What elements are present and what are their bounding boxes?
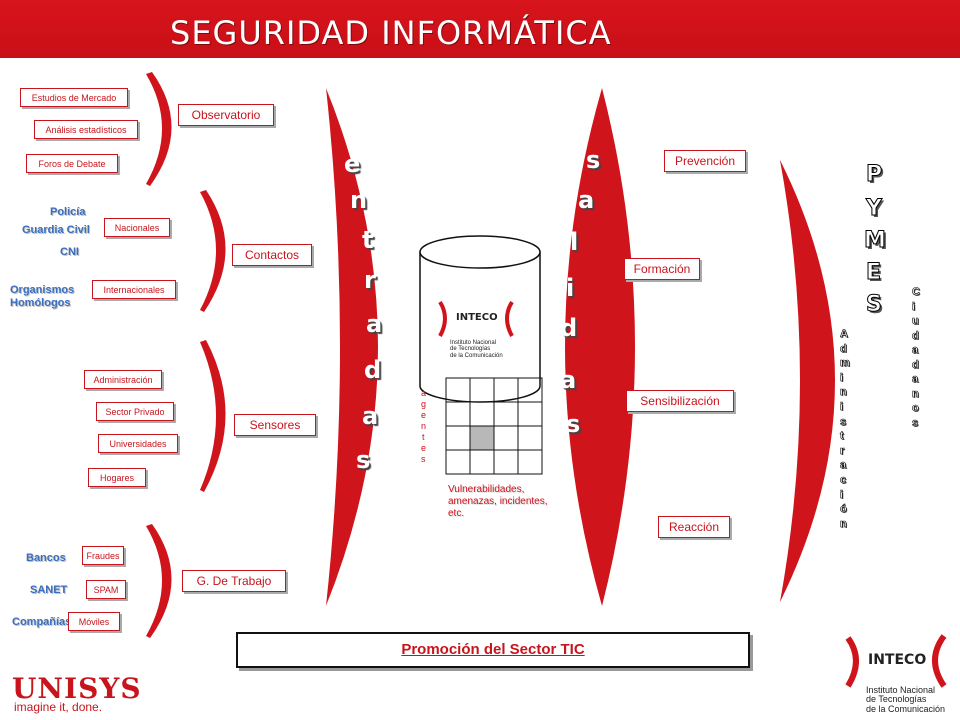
administracion-letter: c xyxy=(840,474,847,487)
page-title: SEGURIDAD INFORMÁTICA xyxy=(170,14,612,52)
bracket-sensores xyxy=(200,340,226,492)
foros-debate-box: Foros de Debate xyxy=(26,154,118,173)
pymes-letter: Y xyxy=(866,196,883,222)
promocion-sector-tic-box: Promoción del Sector TIC xyxy=(236,632,750,668)
estudios-mercado-box: Estudios de Mercado xyxy=(20,88,128,107)
sensores-box: Sensores xyxy=(234,414,316,436)
salidas-letter: i xyxy=(566,274,575,302)
salidas-letter: s xyxy=(586,146,601,174)
entradas-letter: r xyxy=(364,266,376,294)
administracion-letter: i xyxy=(840,488,844,501)
entradas-letter: e xyxy=(344,150,361,178)
agentes-letter: e xyxy=(421,443,427,453)
inteco-logo-text: INTECO xyxy=(868,652,927,668)
agentes-letter: n xyxy=(421,421,427,431)
salidas-letter: d xyxy=(560,314,578,342)
administracion-letter: n xyxy=(840,386,847,399)
pymes-letter: P xyxy=(865,162,883,188)
sensibilizacion-box: Sensibilización xyxy=(626,390,734,412)
entradas-letter: a xyxy=(366,310,383,338)
pymes-letter: E xyxy=(865,260,882,286)
title-bar: SEGURIDAD INFORMÁTICA xyxy=(0,0,960,62)
contactos-box: Contactos xyxy=(232,244,312,266)
inteco-logo-subtitle: Instituto Nacional de Tecnologías de la … xyxy=(866,685,946,714)
administracion-letter: ó xyxy=(840,503,847,516)
grupo-trabajo-box: G. De Trabajo xyxy=(182,570,286,592)
administracion-letter: r xyxy=(840,444,845,457)
agentes-letter: g xyxy=(421,399,427,409)
agentes-letter: e xyxy=(421,410,427,420)
administracion-letter: m xyxy=(840,357,850,370)
agentes-letter: s xyxy=(421,454,426,464)
vulnerabilities-text: Vulnerabilidades, amenazas, incidentes, … xyxy=(448,484,548,519)
ciudadanos-letter: i xyxy=(912,300,916,313)
guardia-civil-label: Guardia Civil xyxy=(22,224,90,236)
entradas-letter: a xyxy=(362,402,379,430)
administracion-letter: s xyxy=(840,415,847,428)
unisys-logo: UNISYS xyxy=(12,672,142,705)
administracion-letter: A xyxy=(840,328,849,341)
administracion-letter: t xyxy=(840,430,844,443)
companias-label: Compañías xyxy=(12,616,72,628)
ciudadanos-letter: d xyxy=(912,358,919,371)
pymes-letter: M xyxy=(864,228,887,254)
sector-privado-box: Sector Privado xyxy=(96,402,174,421)
prevencion-box: Prevención xyxy=(664,150,746,172)
reaccion-box: Reacción xyxy=(658,516,730,538)
observatorio-box: Observatorio xyxy=(178,104,274,126)
ciudadanos-letter: u xyxy=(912,315,919,328)
salidas-letter: l xyxy=(570,228,579,256)
fraudes-box: Fraudes xyxy=(82,546,124,565)
administracion-letter: i xyxy=(840,401,844,414)
cylinder-logo-text: INTECO xyxy=(456,312,498,323)
cni-label: CNI xyxy=(60,246,79,258)
administracion-letter: n xyxy=(840,517,847,530)
grid-highlight-cell xyxy=(469,425,495,451)
cylinder-logo-subtitle: Instituto Nacional de Tecnologías de la … xyxy=(450,340,503,359)
sanet-label: SANET xyxy=(30,584,68,596)
nacionales-box: Nacionales xyxy=(104,218,170,237)
database-cylinder xyxy=(419,235,541,403)
internacionales-box: Internacionales xyxy=(92,280,176,299)
pymes-letter: S xyxy=(866,292,883,318)
entradas-letter: t xyxy=(362,226,374,254)
salidas-letter: a xyxy=(578,186,595,214)
agentes-letter: t xyxy=(422,432,425,442)
bancos-label: Bancos xyxy=(26,552,66,564)
salidas-letter: s xyxy=(566,410,581,438)
bracket-trabajo xyxy=(146,524,172,638)
policia-label: Policía xyxy=(50,206,86,218)
spam-box: SPAM xyxy=(86,580,126,599)
analisis-estadisticos-box: Análisis estadísticos xyxy=(34,120,138,139)
entradas-letter: n xyxy=(350,186,368,214)
entradas-letter: s xyxy=(356,446,371,474)
ciudadanos-letter: s xyxy=(912,416,919,429)
ciudadanos-letter: o xyxy=(912,402,919,415)
bracket-contactos xyxy=(200,190,226,312)
ciudadanos-letter: a xyxy=(912,373,919,386)
unisys-tagline: imagine it, done. xyxy=(14,700,103,714)
salidas-letter: a xyxy=(560,366,577,394)
administracion-letter: a xyxy=(840,459,847,472)
ciudadanos-letter: d xyxy=(912,329,919,342)
ciudadanos-letter: a xyxy=(912,344,919,357)
moviles-box: Móviles xyxy=(68,612,120,631)
entradas-letter: d xyxy=(364,356,382,384)
ciudadanos-letter: n xyxy=(912,387,919,400)
agentes-letter: a xyxy=(421,388,427,398)
administracion-box: Administración xyxy=(84,370,162,389)
organismos-homologos-label: Organismos Homólogos xyxy=(10,284,75,309)
universidades-box: Universidades xyxy=(98,434,178,453)
formacion-box: Formación xyxy=(624,258,700,280)
administracion-letter: i xyxy=(840,371,844,384)
administracion-letter: d xyxy=(840,342,847,355)
hogares-box: Hogares xyxy=(88,468,146,487)
salidas-arc xyxy=(565,88,635,606)
bracket-observatorio xyxy=(146,72,172,186)
ciudadanos-letter: C xyxy=(912,286,921,299)
